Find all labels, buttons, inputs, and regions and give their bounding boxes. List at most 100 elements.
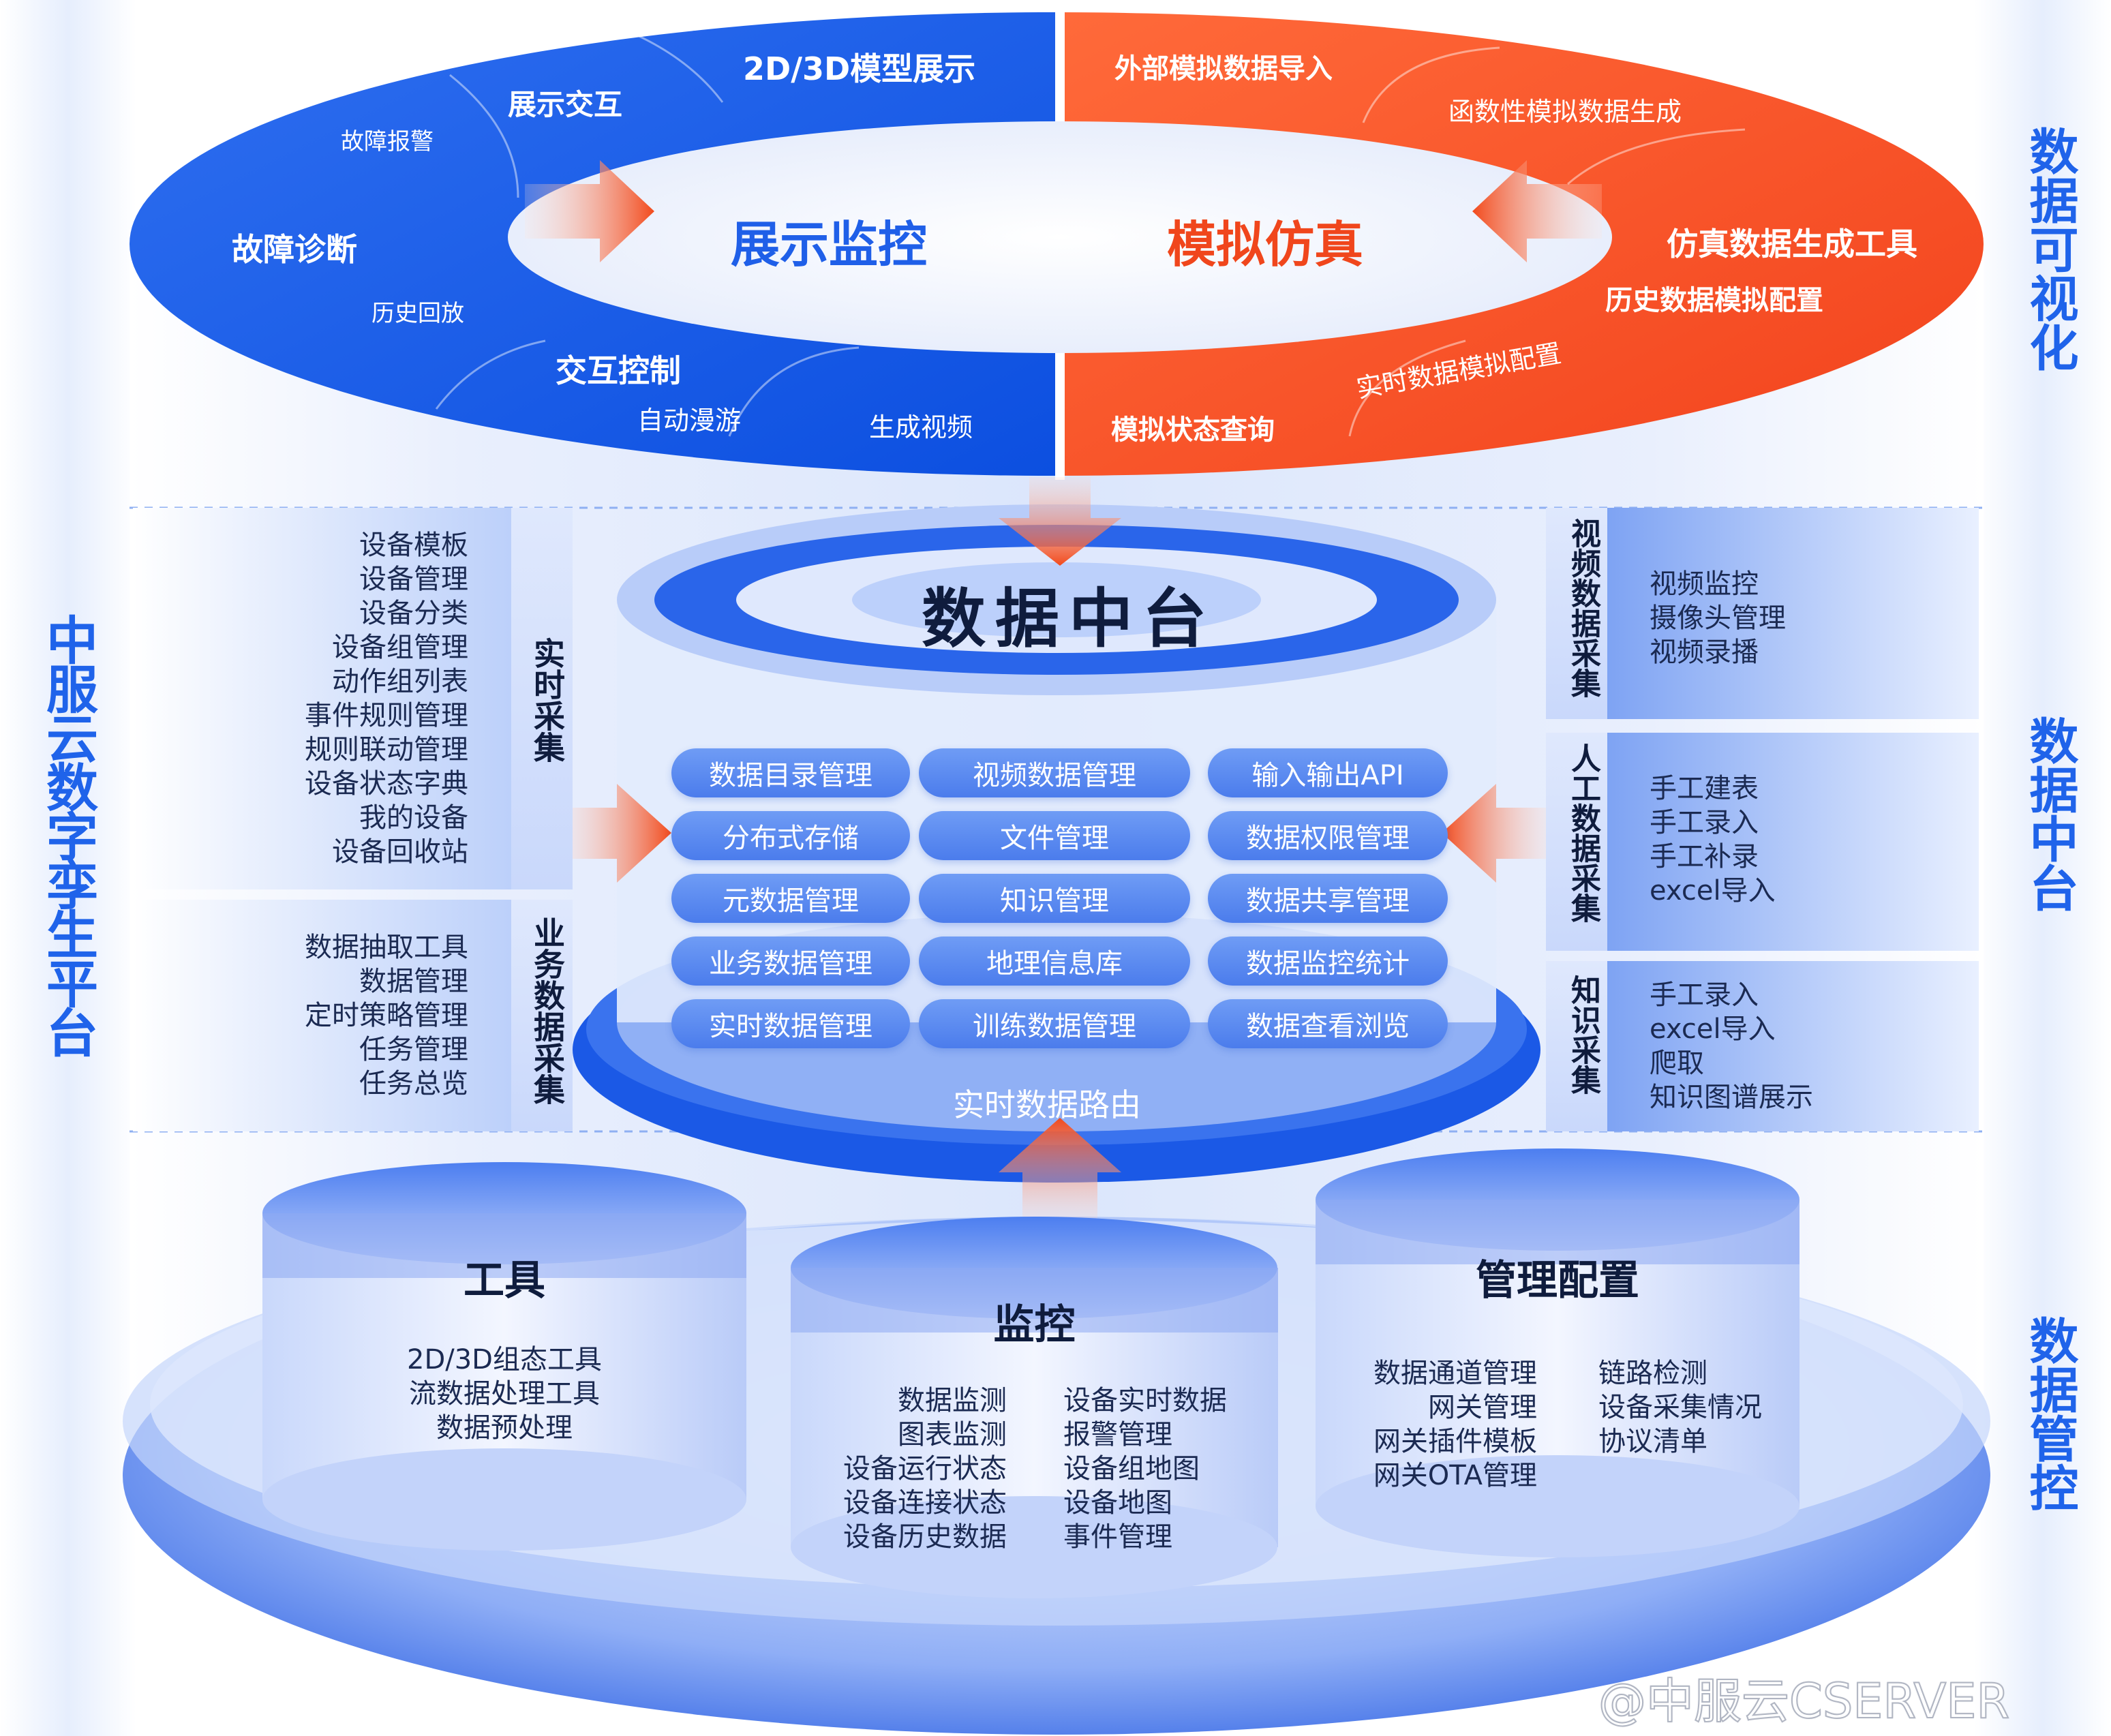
- top-left-item-5: 历史回放: [371, 300, 464, 327]
- right-side-label-middle: 数据中台: [2021, 716, 2078, 912]
- list-item: 流数据处理工具: [409, 1378, 600, 1410]
- left-panel-realtime-strip: [511, 508, 573, 889]
- list-item: 任务管理: [359, 1034, 468, 1065]
- list-item: 手工建表: [1650, 773, 1759, 804]
- list-item: 数据管理: [359, 966, 468, 997]
- top-right-item-1: 外部模拟数据导入: [1114, 53, 1333, 85]
- top-right-center-title: 模拟仿真: [1167, 216, 1364, 273]
- list-item: 事件管理: [1063, 1521, 1172, 1553]
- pill-file-management: 文件管理: [919, 811, 1190, 860]
- pill-data-permission: 数据权限管理: [1208, 811, 1448, 860]
- video-collection-list: 视频监控 摄像头管理 视频录播: [1650, 567, 1786, 669]
- list-item: 设备组地图: [1063, 1453, 1200, 1484]
- top-right-item-2: 函数性模拟数据生成: [1448, 97, 1682, 127]
- list-item: 设备回收站: [332, 836, 468, 868]
- manual-collection-list: 手工建表 手工录入 手工补录 excel导入: [1650, 772, 1776, 908]
- list-item: 设备运行状态: [843, 1453, 1007, 1484]
- list-item: 规则联动管理: [305, 734, 468, 765]
- list-item: 设备地图: [1063, 1487, 1172, 1519]
- realtime-collection-list: 设备模板 设备管理 设备分类 设备组管理 动作组列表 事件规则管理 规则联动管理…: [305, 528, 468, 869]
- top-left-item-4: 故障诊断: [232, 231, 357, 268]
- monitor-cylinder-list-left: 数据监测 图表监测 设备运行状态 设备连接状态 设备历史数据: [843, 1384, 1007, 1554]
- right-side-label-visualization: 数据可视化: [2021, 126, 2078, 371]
- list-item: 2D/3D组态工具: [407, 1344, 602, 1375]
- list-item: 协议清单: [1598, 1426, 1707, 1457]
- tools-cylinder-list: 2D/3D组态工具 流数据处理工具 数据预处理: [262, 1343, 746, 1445]
- top-right-item-3: 仿真数据生成工具: [1667, 226, 1917, 262]
- list-item: 报警管理: [1063, 1419, 1172, 1450]
- knowledge-collection-list: 手工录入 excel导入 爬取 知识图谱展示: [1650, 978, 1813, 1114]
- pill-knowledge: 知识管理: [919, 874, 1190, 923]
- left-side-label: 中服云数字孪生平台: [37, 613, 98, 1055]
- right-panel-knowledge-bg: [1607, 961, 1979, 1131]
- monitor-cylinder-list-right: 设备实时数据 报警管理 设备组地图 设备地图 事件管理: [1063, 1384, 1227, 1554]
- list-item: excel导入: [1650, 1014, 1776, 1045]
- list-item: 爬取: [1650, 1048, 1704, 1079]
- right-panel-manual-strip: [1546, 733, 1607, 951]
- monitor-cylinder-title: 监控: [993, 1301, 1076, 1349]
- top-left-item-2: 展示交互: [508, 88, 623, 121]
- realtime-collection-label: 实时采集: [529, 637, 566, 763]
- list-item: 设备模板: [359, 530, 468, 561]
- list-item: 设备历史数据: [843, 1521, 1007, 1553]
- list-item: 动作组列表: [332, 666, 468, 697]
- right-panel-manual-bg: [1607, 733, 1979, 951]
- pill-data-sharing: 数据共享管理: [1208, 874, 1448, 923]
- list-item: 摄像头管理: [1650, 603, 1786, 634]
- list-item: 设备连接状态: [843, 1487, 1007, 1519]
- list-item: 数据预处理: [436, 1412, 573, 1444]
- left-side-band: [0, 0, 136, 1736]
- pill-video-data: 视频数据管理: [919, 748, 1190, 797]
- pill-data-browse: 数据查看浏览: [1208, 999, 1448, 1048]
- list-item: 数据监测: [898, 1385, 1007, 1416]
- list-item: 手工录入: [1650, 979, 1759, 1011]
- manual-collection-label: 人工数据采集: [1566, 743, 1600, 923]
- right-panel-knowledge-strip: [1546, 961, 1607, 1131]
- list-item: 设备管理: [359, 564, 468, 595]
- pill-metadata: 元数据管理: [671, 874, 910, 923]
- top-left-item-7: 自动漫游: [637, 406, 742, 436]
- top-left-item-1: 2D/3D模型展示: [743, 50, 976, 87]
- data-platform-title: 数据中台: [922, 582, 1217, 656]
- business-collection-list: 数据抽取工具 数据管理 定时策略管理 任务管理 任务总览: [305, 930, 468, 1101]
- list-item: 事件规则管理: [305, 700, 468, 731]
- pill-io-api: 输入输出API: [1208, 748, 1448, 797]
- realtime-routing-label: 实时数据路由: [953, 1086, 1141, 1123]
- right-panel-video-strip: [1546, 508, 1607, 719]
- watermark-text: @中服云CSERVER: [1598, 1673, 2010, 1730]
- left-panel-realtime-bg: [133, 508, 511, 889]
- top-right-item-4: 历史数据模拟配置: [1605, 285, 1823, 316]
- left-panel-business-bg: [133, 900, 511, 1131]
- left-panel-business-strip: [511, 900, 573, 1131]
- pill-realtime-data: 实时数据管理: [671, 999, 910, 1048]
- tools-cylinder-title: 工具: [464, 1257, 545, 1305]
- list-item: 知识图谱展示: [1650, 1082, 1813, 1113]
- list-item: 图表监测: [898, 1419, 1007, 1450]
- list-item: 设备分类: [359, 598, 468, 629]
- pill-business-data: 业务数据管理: [671, 936, 910, 986]
- list-item: 我的设备: [359, 802, 468, 834]
- right-side-label-control: 数据管控: [2021, 1315, 2078, 1512]
- top-left-item-3: 故障报警: [341, 128, 434, 155]
- config-cylinder-list-left: 数据通道管理 网关管理 网关插件模板 网关OTA管理: [1373, 1356, 1537, 1493]
- list-item: 定时策略管理: [305, 1000, 468, 1031]
- list-item: 设备组管理: [332, 632, 468, 663]
- list-item: 视频监控: [1650, 568, 1759, 600]
- list-item: 数据抽取工具: [305, 932, 468, 963]
- list-item: 任务总览: [359, 1068, 468, 1099]
- business-collection-label: 业务数据采集: [529, 917, 566, 1105]
- knowledge-collection-label: 知识采集: [1566, 975, 1600, 1095]
- top-right-item-6: 模拟状态查询: [1111, 414, 1275, 446]
- list-item: 网关OTA管理: [1373, 1460, 1537, 1491]
- top-left-center-title: 展示监控: [731, 216, 928, 273]
- config-cylinder-title: 管理配置: [1476, 1257, 1639, 1305]
- list-item: 视频录播: [1650, 637, 1759, 668]
- pill-data-monitor-stats: 数据监控统计: [1208, 936, 1448, 986]
- top-left-item-6: 交互控制: [556, 352, 681, 389]
- list-item: excel导入: [1650, 875, 1776, 907]
- list-item: 设备实时数据: [1063, 1385, 1227, 1416]
- pill-geo-info: 地理信息库: [919, 936, 1190, 986]
- list-item: 设备状态字典: [305, 768, 468, 800]
- list-item: 链路检测: [1598, 1358, 1707, 1389]
